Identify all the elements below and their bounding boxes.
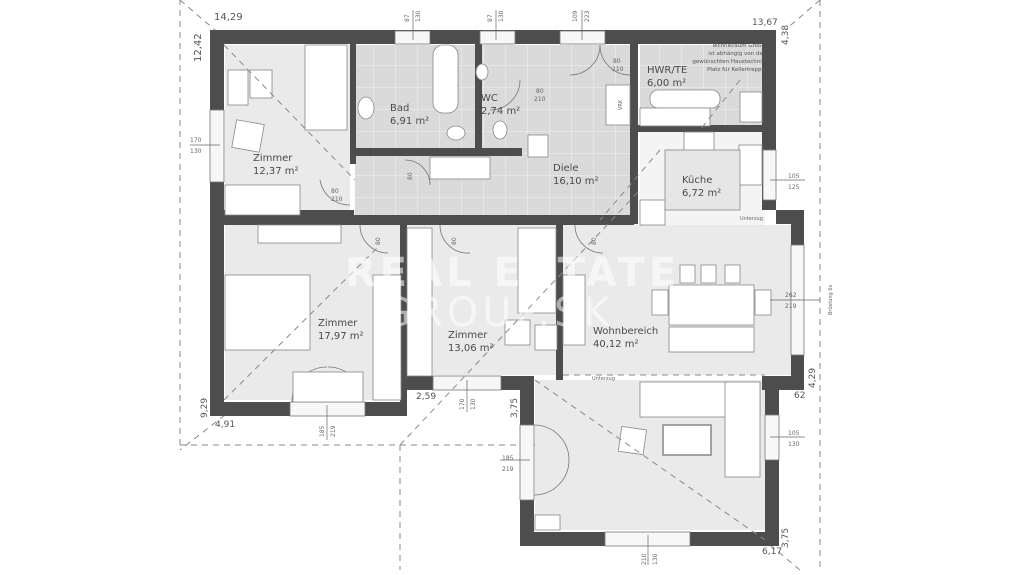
dim-wohn-bottom-window-w: 210 xyxy=(641,553,648,565)
room-name: HWR/TE xyxy=(647,65,688,76)
door-bad: 80 xyxy=(407,172,414,180)
dim-wohn-door-h: 219 xyxy=(502,466,514,473)
doors xyxy=(291,44,631,496)
room-area: 2,74 m² xyxy=(481,105,521,117)
dim-kueche-window-h: 125 xyxy=(788,184,800,191)
dim-kueche-window-w: 105 xyxy=(788,173,800,180)
dim-wohn-bottom-window-h: 130 xyxy=(652,553,659,565)
technikraum-note: Technikraum Größe ist abhängig von der g… xyxy=(690,43,765,75)
watermark-line-2: GROUP.SK xyxy=(380,290,614,336)
note-line: Platz für Kellertreppe xyxy=(707,66,765,73)
room-wohnbereich: Wohnbereich 40,12 m² xyxy=(593,326,658,351)
room-area: 16,10 m² xyxy=(553,175,599,187)
tag-unterzug-kueche: Unterzug xyxy=(740,216,763,222)
room-zimmer-3: Zimmer 13,06 m² xyxy=(448,330,494,355)
dim-zimmer3-window-h: 130 xyxy=(470,398,477,410)
room-name: Zimmer xyxy=(253,153,293,164)
room-diele: Diele 16,10 m² xyxy=(553,163,599,188)
room-name: Zimmer xyxy=(318,318,358,329)
room-name: Diele xyxy=(553,163,579,174)
door-zimmer1-h: 210 xyxy=(331,196,343,203)
room-kueche: Küche 6,72 m² xyxy=(682,175,721,200)
room-bad: Bad 6,91 m² xyxy=(390,103,429,128)
room-hwr-te: HWR/TE 6,00 m² xyxy=(647,65,687,90)
dim-left-top: 12,42 xyxy=(193,33,204,62)
room-name: Bad xyxy=(390,103,410,114)
dim-mid-step-h: 2,59 xyxy=(416,392,437,402)
dim-zimmer3-window-w: 170 xyxy=(459,398,466,410)
dim-right-mid: 4,29 xyxy=(808,367,818,388)
dim-wohn-side-window-h: 130 xyxy=(788,441,800,448)
dim-left-bottom: 9,29 xyxy=(200,397,210,418)
dim-mid-step-v: 3,75 xyxy=(510,397,520,418)
room-area: 40,12 m² xyxy=(593,338,639,350)
door-wc-w: 80 xyxy=(536,88,544,95)
dim-diele-window-h: 223 xyxy=(584,10,591,22)
note-line: Technikraum Größe xyxy=(711,43,765,49)
note-line: gewünschten Haustechnik xyxy=(692,58,765,65)
dim-diele-window-w: 109 xyxy=(572,10,579,22)
door-hwr-w: 80 xyxy=(613,58,621,65)
dim-zimmer1-window-w: 170 xyxy=(190,137,202,144)
door-hwr-h: 210 xyxy=(612,66,624,73)
tag-unterzug-wohn: Unterzug xyxy=(592,376,615,382)
door-wc-h: 210 xyxy=(534,96,546,103)
watermark-line-1: REAL ESTATE xyxy=(345,250,681,296)
dimension-lines xyxy=(190,10,820,565)
room-name: WC xyxy=(481,93,498,104)
room-name: Zimmer xyxy=(448,330,488,341)
dim-wohn-door-w: 185 xyxy=(502,455,514,462)
door-zimmer1-w: 80 xyxy=(331,188,339,195)
room-zimmer-2: Zimmer 17,97 m² xyxy=(318,318,364,343)
room-area: 13,06 m² xyxy=(448,342,494,354)
floors xyxy=(225,45,793,530)
dim-wohn-window-w: 262 xyxy=(785,292,797,299)
dim-zimmer2-door-h: 219 xyxy=(330,425,337,437)
dim-zimmer1-window-h: 130 xyxy=(190,148,202,155)
dim-right-step: 62 xyxy=(794,391,806,401)
tag-vrk: VRK xyxy=(618,99,624,110)
room-area: 6,91 m² xyxy=(390,115,430,127)
dim-right-top: 4,38 xyxy=(781,24,791,45)
roof-diagonals xyxy=(223,44,766,541)
room-wc: WC 2,74 m² xyxy=(481,93,520,118)
note-line: ist abhängig von der xyxy=(708,50,765,57)
room-area: 17,97 m² xyxy=(318,330,364,342)
furniture xyxy=(224,44,772,531)
room-area: 6,00 m² xyxy=(647,77,687,89)
room-zimmer-1: Zimmer 12,37 m² xyxy=(253,153,299,178)
dim-wohn-window-label: Brüstung 6x xyxy=(828,284,834,315)
room-name: Küche xyxy=(682,175,713,186)
dim-bad-window-h: 130 xyxy=(415,10,422,22)
dim-wohn-side-window-w: 105 xyxy=(788,430,800,437)
dim-right-bottom: 3,75 xyxy=(781,527,791,548)
dim-zimmer2-door-w: 185 xyxy=(319,425,326,437)
door-zimmer3: 80 xyxy=(451,237,458,245)
door-zimmer2: 80 xyxy=(375,237,382,245)
dim-bad-window-w: 87 xyxy=(404,14,411,22)
dim-wc-window-h: 130 xyxy=(498,10,505,22)
roof-outline xyxy=(179,0,821,571)
door-wohn: 80 xyxy=(591,237,598,245)
dim-bottom-right: 6,17 xyxy=(762,547,783,557)
room-area: 12,37 m² xyxy=(253,165,299,177)
room-area: 6,72 m² xyxy=(682,187,722,199)
dim-top-right: 13,67 xyxy=(752,18,778,28)
dim-top-left: 14,29 xyxy=(214,12,243,23)
dim-wohn-window-h: 219 xyxy=(785,303,797,310)
room-name: Wohnbereich xyxy=(593,326,659,337)
dim-wc-window-w: 87 xyxy=(487,14,494,22)
dim-bottom-left: 4,91 xyxy=(215,420,236,430)
